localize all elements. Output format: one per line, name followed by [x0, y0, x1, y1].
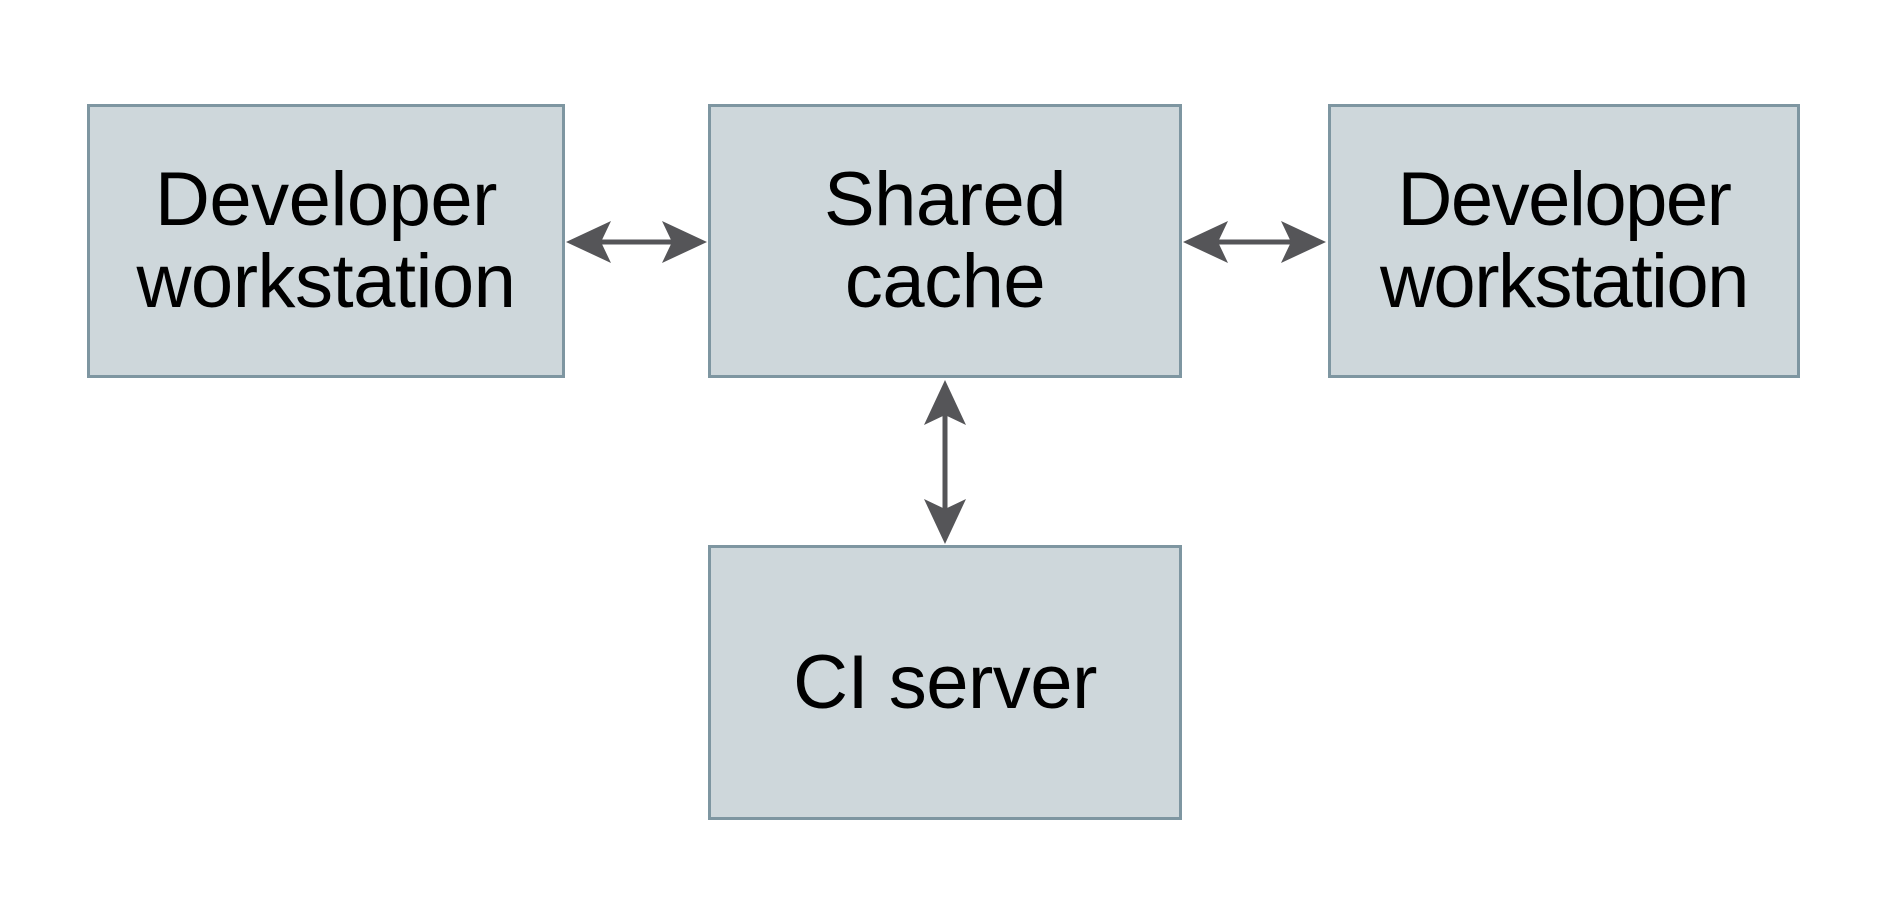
node-developer-workstation-right[interactable]: Developer workstation	[1328, 104, 1800, 378]
node-label: Developer workstation	[136, 157, 516, 324]
edge-devleft-shared	[566, 221, 707, 263]
node-label: Developer workstation	[1380, 157, 1749, 324]
edge-shared-devright	[1183, 221, 1326, 263]
node-ci-server[interactable]: CI server	[708, 545, 1182, 820]
edge-ci-shared	[924, 380, 966, 544]
node-label: Shared cache	[823, 157, 1067, 324]
node-shared-cache[interactable]: Shared cache	[708, 104, 1182, 378]
node-developer-workstation-left[interactable]: Developer workstation	[87, 104, 565, 378]
node-label: CI server	[793, 639, 1097, 725]
